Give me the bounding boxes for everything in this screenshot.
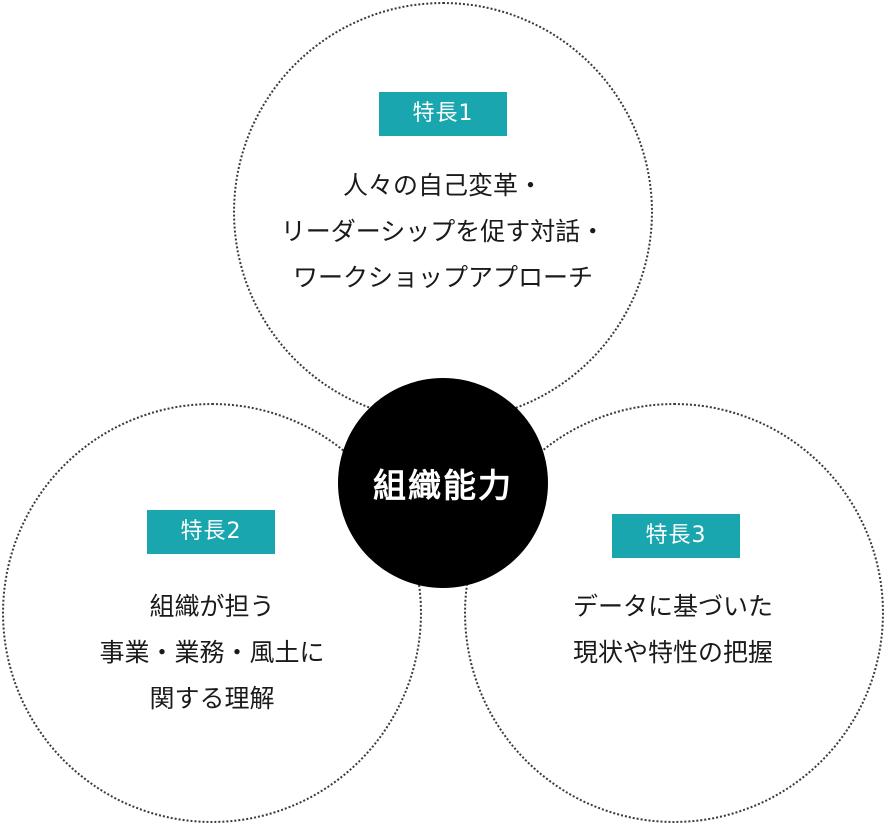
feature-1-line: ワークショップアプローチ	[292, 263, 593, 292]
feature-1-line: 人々の自己変革・	[342, 171, 543, 200]
feature-3-badge: 特長3	[612, 514, 740, 558]
feature-2-line: 組織が担う	[149, 592, 275, 621]
feature-2-circle	[2, 403, 422, 823]
center-core-circle: 組織能力	[338, 378, 548, 588]
feature-2-badge: 特長2	[147, 510, 275, 554]
feature-3-description: データに基づいた 現状や特性の把握	[523, 584, 823, 676]
feature-3-line: 現状や特性の把握	[572, 638, 773, 667]
feature-3-line: データに基づいた	[572, 592, 773, 621]
center-label: 組織能力	[373, 466, 513, 505]
feature-1-description: 人々の自己変革・ リーダーシップを促す対話・ ワークショップアプローチ	[238, 163, 648, 301]
feature-2-description: 組織が担う 事業・業務・風土に 関する理解	[62, 584, 362, 722]
feature-2-line: 関する理解	[149, 684, 275, 713]
feature-2-line: 事業・業務・風土に	[99, 638, 325, 667]
feature-1-badge: 特長1	[379, 92, 507, 136]
feature-3-circle	[464, 403, 884, 823]
feature-1-line: リーダーシップを促す対話・	[280, 217, 606, 246]
